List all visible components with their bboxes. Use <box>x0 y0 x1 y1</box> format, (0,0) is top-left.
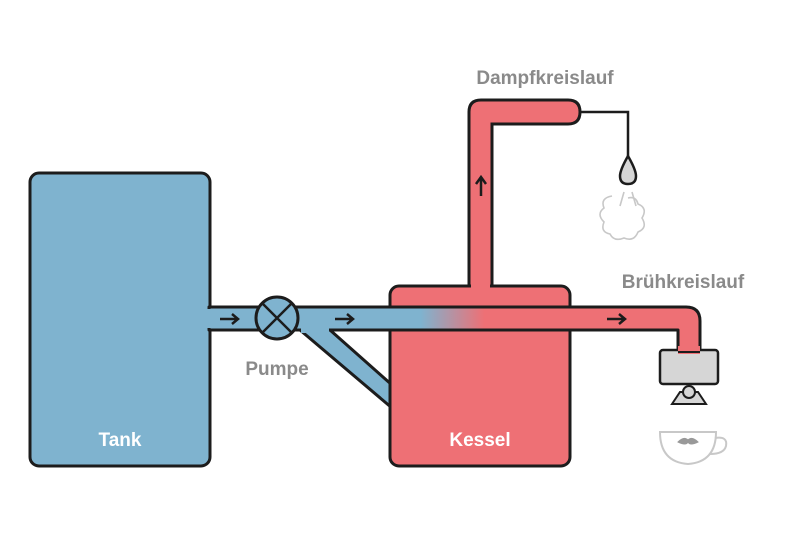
flow-arrow-up-icon <box>474 174 488 196</box>
flow-arrow-right-icon <box>220 313 240 325</box>
bypass-pipe <box>298 328 394 410</box>
pump-icon <box>254 295 300 341</box>
tank-label: Tank <box>99 430 142 451</box>
brew-circuit-label: Brühkreislauf <box>622 272 745 293</box>
steam-cloud-icon <box>599 191 646 241</box>
flow-arrow-right-icon <box>335 313 355 325</box>
steam-nozzle-icon <box>618 153 638 186</box>
steam-circuit-label: Dampfkreislauf <box>476 68 614 89</box>
boiler-label: Kessel <box>449 430 510 451</box>
pump-label: Pumpe <box>245 359 308 380</box>
coffee-cup-icon <box>658 431 728 466</box>
group-head-icon <box>658 346 720 405</box>
steam-wand-wire <box>580 110 630 158</box>
flow-arrow-right-icon <box>607 313 627 325</box>
steam-pipe <box>467 98 582 290</box>
tank <box>28 171 212 468</box>
